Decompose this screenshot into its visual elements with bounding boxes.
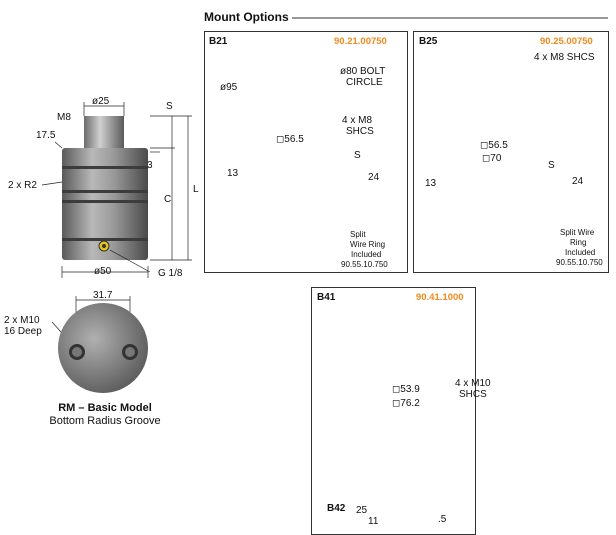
- dim-d25: ø25: [92, 96, 110, 107]
- b21-d95: ø95: [220, 82, 238, 93]
- b41-sq539: ◻53.9: [392, 384, 420, 395]
- b41-d25: 25: [356, 505, 368, 516]
- dim-m8: M8: [57, 112, 71, 123]
- b25-ring3: Included: [565, 248, 596, 257]
- b21-d13: 13: [227, 168, 239, 179]
- b25-ring2: Ring: [570, 238, 587, 247]
- basic-model-subtitle: Bottom Radius Groove: [49, 415, 161, 427]
- b25-d24: 24: [572, 176, 584, 187]
- b41-shcs2: SHCS: [459, 389, 487, 400]
- b21-ring3: Included: [351, 250, 382, 259]
- basic-model-title: RM – Basic Model: [58, 402, 152, 414]
- dim-c: C: [164, 194, 172, 205]
- m10-line2: 16 Deep: [4, 326, 42, 337]
- b25-frame: [413, 31, 609, 273]
- b25-d13: 13: [425, 178, 437, 189]
- b41-code: 90.41.1000: [416, 292, 464, 303]
- b41-d11: 11: [368, 516, 379, 527]
- b25-label: B25: [419, 36, 438, 47]
- dim-r2: 2 x R2: [8, 180, 37, 191]
- b41-sq762: ◻76.2: [392, 398, 420, 409]
- b21-ring4: 90.55.10.750: [341, 260, 388, 269]
- b21-sq565: ◻56.5: [276, 134, 304, 145]
- b21-d24: 24: [368, 172, 380, 183]
- b21-s: S: [354, 150, 361, 161]
- b41-frame: [311, 287, 476, 535]
- b21-bolt2: CIRCLE: [346, 77, 383, 88]
- b21-code: 90.21.00750: [334, 36, 387, 47]
- basic-cylinder-side: [62, 116, 148, 260]
- dim-l: L: [193, 184, 199, 195]
- dim-d50: ø50: [94, 266, 112, 277]
- b21-label: B21: [209, 36, 228, 47]
- dim-317: 31.7: [93, 290, 113, 301]
- b25-shcs: 4 x M8 SHCS: [534, 52, 595, 63]
- b21-frame: [204, 31, 408, 273]
- b25-sq70: ◻70: [482, 153, 502, 164]
- b21-shcs2: SHCS: [346, 126, 374, 137]
- b25-ring4: 90.55.10.750: [556, 258, 603, 267]
- b25-sq565: ◻56.5: [480, 140, 508, 151]
- b25-ring1: Split Wire: [560, 228, 595, 237]
- b21-shcs1: 4 x M8: [342, 115, 373, 126]
- m10-line1: 2 x M10: [4, 315, 40, 326]
- b42-label: B42: [327, 503, 346, 514]
- b41-label: B41: [317, 292, 336, 303]
- b21-ring1: Split: [350, 230, 366, 239]
- b41-d5: .5: [438, 514, 447, 525]
- b41-shcs1: 4 x M10: [455, 378, 491, 389]
- dim-g18: G 1/8: [158, 268, 183, 279]
- b25-s: S: [548, 160, 555, 171]
- dim-s: S: [166, 101, 173, 112]
- dim-175: 17.5: [36, 130, 56, 141]
- basic-bottom-view: [58, 303, 148, 393]
- mount-options-title: Mount Options: [204, 10, 289, 24]
- b21-bolt1: ø80 BOLT: [340, 66, 386, 77]
- dim-3: 3: [147, 160, 153, 171]
- b25-code: 90.25.00750: [540, 36, 593, 47]
- b21-ring2: Wire Ring: [350, 240, 386, 249]
